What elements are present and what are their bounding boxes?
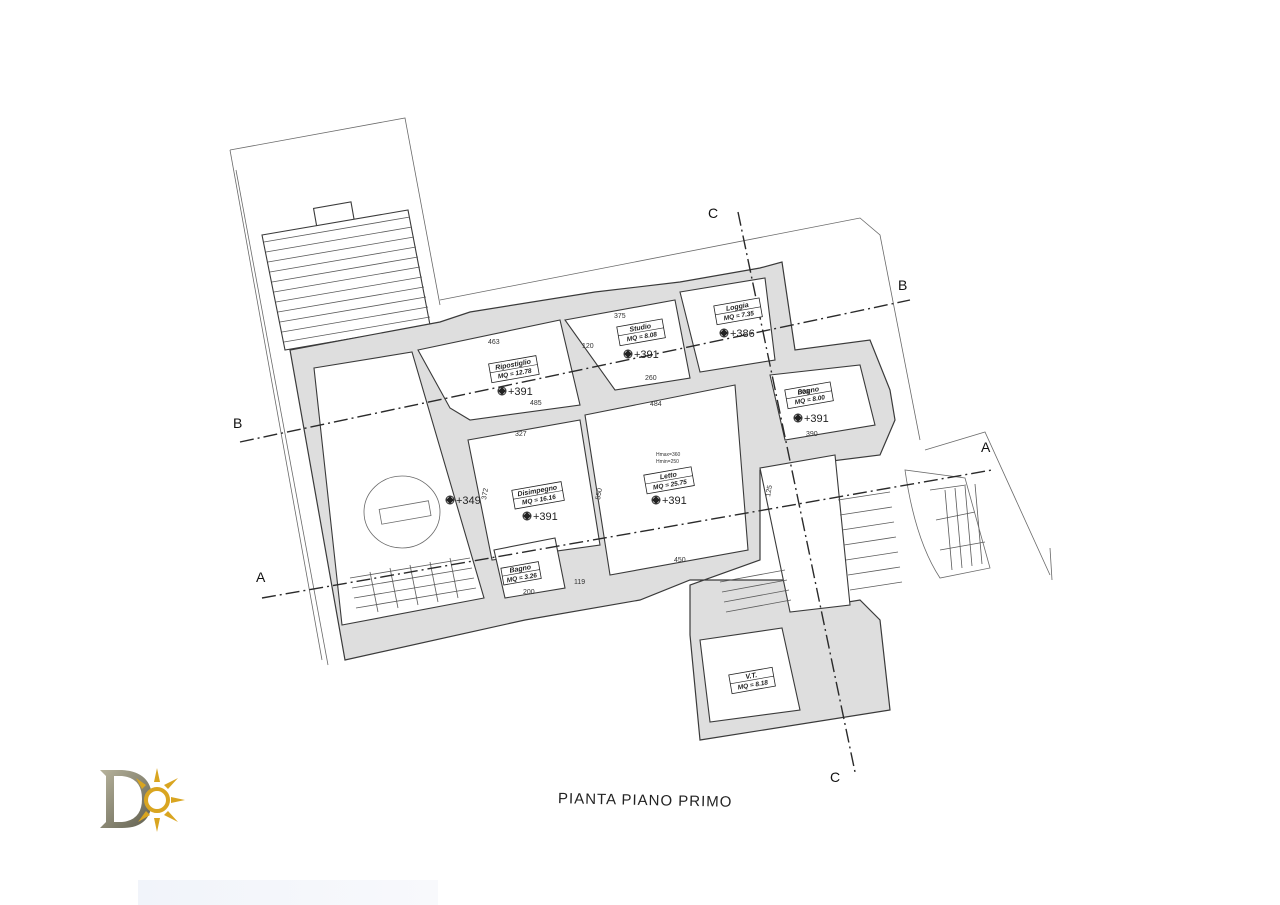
elevation-left-room: +349 [445,495,481,507]
dimension-label: 372 [481,488,490,501]
dimension-label: 550 [595,488,604,501]
dimension-label: 368 [798,389,810,396]
company-logo [100,768,185,832]
dimension-label: 260 [645,375,657,382]
section-marker-a-right: A [981,439,991,455]
room-label-ripostiglio: Ripostiglio MQ = 12.78 [488,355,540,384]
drawing-title: PIANTA PIANO PRIMO [557,790,733,811]
elevation-value: +391 [662,495,687,507]
dimension-label: 125 [765,485,774,498]
room-label-bagno-1: Bagno MQ = 8.00 [784,381,834,410]
room-label-studio: Studio MQ = 8.08 [616,318,666,347]
section-marker-c-bottom: C [830,769,840,785]
dimension-label: 484 [650,401,662,408]
building-walls [289,261,896,741]
roof-terrace [261,201,431,351]
elevation-bagno-1: +391 [793,413,829,425]
section-line-b [239,299,911,443]
room-name: V.T. [745,672,758,681]
dimension-label: 375 [614,313,626,320]
dimension-label: 450 [674,557,686,564]
elevation-value: +386 [730,328,755,340]
dimension-label: 390 [806,431,818,438]
room-label-disimpegno: Disimpegno MQ = 16.16 [511,481,565,510]
table-symbol [363,475,441,549]
elevation-letto: +391 [651,495,687,507]
section-marker-c-top: C [708,205,718,221]
room-name: Bagno [797,386,820,397]
room-label-letto: Letto MQ = 25.75 [643,466,695,495]
outer-terrace [904,469,991,579]
dimension-label: 120 [582,343,594,350]
room-label-loggia: Loggia MQ = 7.35 [713,297,763,326]
dimension-label: 200 [523,589,535,596]
room-label-bagno-2: Bagno MQ = 3.26 [500,561,542,586]
section-marker-b-left: B [233,415,242,431]
stair-hall [759,454,851,613]
dimension-label: 327 [515,431,527,438]
dimension-label: 119 [574,579,585,586]
stairs-entry [719,569,792,613]
elevation-disimpegno: +391 [522,511,558,523]
dimension-label: 485 [530,400,542,407]
letto-hmin: Hmin=250 [656,459,679,465]
site-outline [229,117,1053,666]
dimension-label: 463 [488,339,500,346]
elevation-studio: +391 [623,349,659,361]
elevation-loggia: +386 [719,328,755,340]
section-marker-b-right: B [898,277,907,293]
room-name: Letto [659,471,678,481]
room-large-left [313,351,485,626]
elevation-ripostiglio: +391 [497,386,533,398]
elevation-value: +349 [456,495,481,507]
room-name: Studio [629,323,652,334]
room-name: Loggia [725,302,749,313]
elevation-value: +391 [634,349,659,361]
room-name: Bagno [509,564,532,575]
elevation-value: +391 [804,413,829,425]
elevation-value: +391 [533,511,558,523]
scan-artifact [138,880,438,905]
room-label-vt: V.T. MQ = 8.18 [728,666,776,695]
elevation-value: +391 [508,386,533,398]
section-marker-a-left: A [256,569,266,585]
stairs-right [837,483,986,591]
section-line-a [261,469,993,599]
letto-hmax: Hmax=360 [656,452,681,458]
